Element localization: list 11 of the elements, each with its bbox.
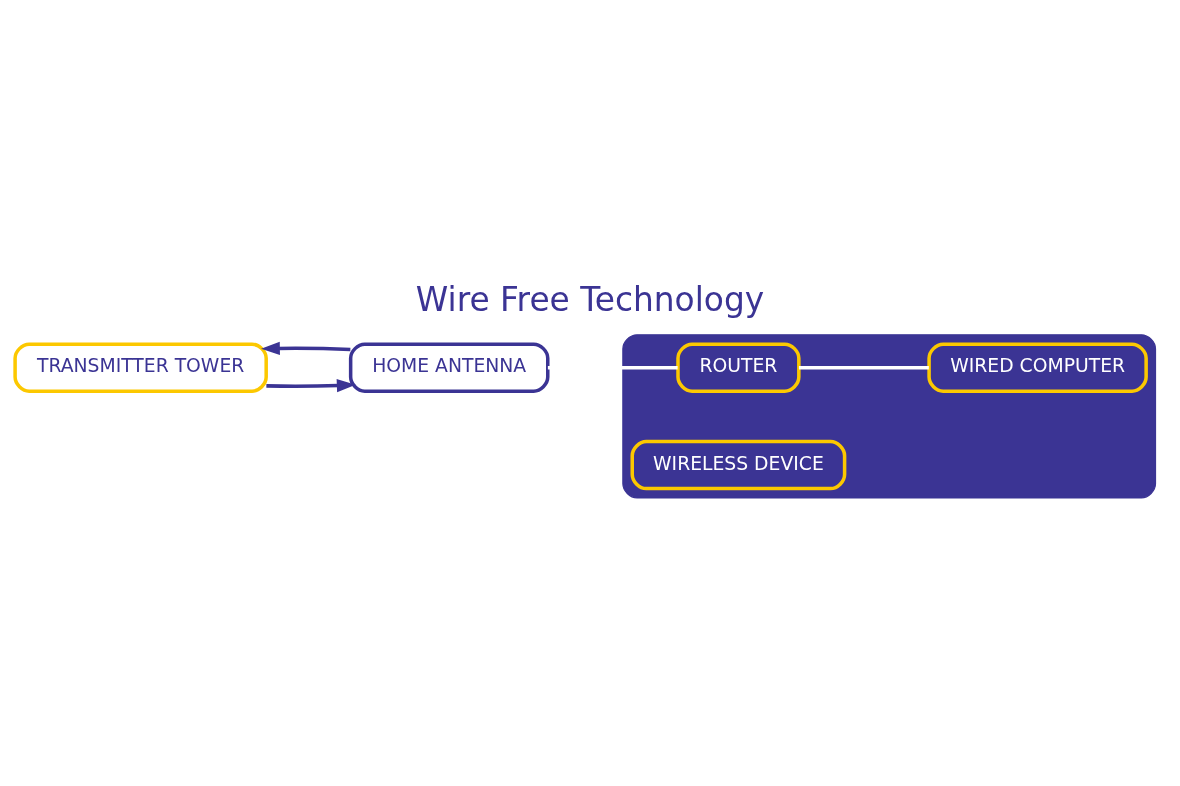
- cluster: [622, 333, 1157, 498]
- node-box: HOME ANTENNA: [348, 341, 550, 393]
- connector: [798, 365, 929, 369]
- node-box: WIRELESS DEVICE: [630, 439, 847, 490]
- diagram-title: Wire Free Technology: [415, 280, 765, 319]
- node-box: ROUTER: [676, 341, 801, 393]
- connector: [547, 365, 678, 369]
- node-box: WIRED COMPUTER: [927, 341, 1148, 393]
- node-box: TRANSMITTER TOWER: [13, 341, 268, 393]
- arrow: [266, 378, 356, 392]
- arrow: [261, 341, 351, 355]
